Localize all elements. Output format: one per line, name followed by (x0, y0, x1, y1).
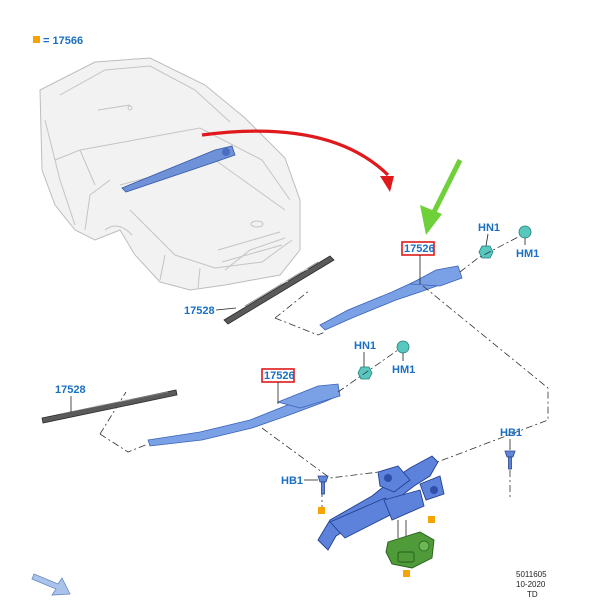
doc-code-line2: 10-2020 (516, 580, 546, 589)
wiper-linkage-assembly (317, 455, 445, 551)
label-hn1-upper: HN1 (478, 222, 500, 234)
doc-code-line1: 5011605 (516, 570, 547, 579)
green-pointer-shaft (428, 158, 463, 220)
red-arrow-head (380, 176, 394, 192)
label-hn1-lower: HN1 (354, 340, 376, 352)
hm1-upper-cap-icon (518, 225, 532, 239)
lower-wiper-blade (41, 389, 178, 424)
label-17528-lower: 17528 (55, 384, 86, 396)
upper-wiper-arm (319, 265, 463, 331)
vehicle-illustration (39, 57, 301, 291)
lower-wiper-arm (147, 383, 341, 447)
blue-direction-arrow-icon (31, 573, 71, 596)
marker-17566-b (318, 507, 325, 514)
curved-red-arrow-icon (201, 129, 390, 177)
marker-17566-a (428, 516, 435, 523)
label-hb1-right: HB1 (500, 427, 522, 439)
hn1-upper-nut-icon (478, 245, 494, 259)
label-hm1-upper: HM1 (516, 248, 539, 260)
wiper-motor (385, 531, 435, 569)
upper-arm-highlight (401, 241, 435, 256)
label-17526-upper: 17526 (404, 243, 435, 255)
label-hm1-lower: HM1 (392, 364, 415, 376)
label-hb1-left: HB1 (281, 475, 303, 487)
hm1-lower-cap-icon (396, 340, 410, 354)
upper-wiper-blade (223, 255, 335, 325)
legend-marker (33, 36, 40, 43)
hb1-right-bolt-icon (504, 450, 516, 458)
marker-17566-c (403, 570, 410, 577)
label-17526-lower: 17526 (264, 370, 295, 382)
doc-code-line3: TD (527, 590, 538, 599)
vehicle-wiper-linkage (121, 145, 236, 193)
label-17528-upper: 17528 (184, 305, 215, 317)
green-down-arrow-icon (420, 205, 442, 235)
legend-text: = 17566 (43, 35, 83, 47)
hb1-left-bolt-icon (317, 475, 329, 483)
